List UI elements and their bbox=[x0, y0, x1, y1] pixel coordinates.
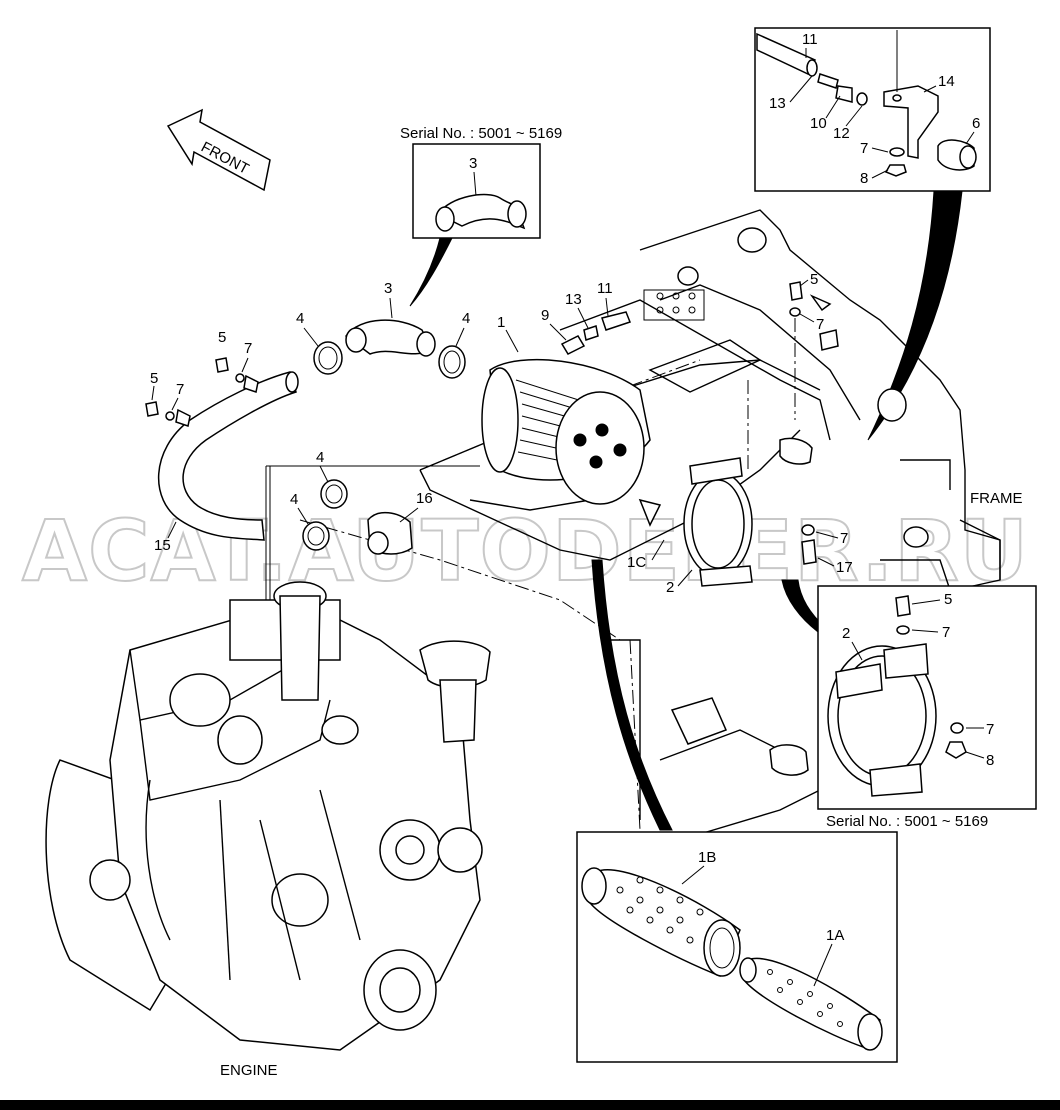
serial-label-bottom: Serial No. : 5001 ~ 5169 bbox=[826, 813, 988, 830]
bolt-icon-2 bbox=[801, 539, 817, 565]
washer-icon-2 bbox=[801, 524, 815, 536]
callout-1: 1 bbox=[497, 314, 505, 331]
callout-2-clamp: 2 bbox=[842, 625, 850, 642]
hose-clamp-icon bbox=[313, 341, 466, 379]
callout-14-detail: 14 bbox=[938, 73, 955, 90]
callout-3: 3 bbox=[384, 280, 392, 297]
callout-1b: 1B bbox=[698, 849, 716, 866]
callout-5-clamp: 5 bbox=[944, 591, 952, 608]
callout-7-b: 7 bbox=[176, 381, 184, 398]
air-cleaner-icon bbox=[481, 358, 662, 527]
callout-1a: 1A bbox=[826, 927, 844, 944]
clip-icon bbox=[809, 294, 832, 312]
callout-13-detail: 13 bbox=[769, 95, 786, 112]
callout-10-detail: 10 bbox=[810, 115, 827, 132]
bottom-border bbox=[0, 1100, 1060, 1110]
clamp-detail-icon bbox=[827, 595, 967, 797]
callout-5-c: 5 bbox=[810, 271, 818, 288]
callout-1c: 1C bbox=[627, 554, 646, 571]
bolt-icon bbox=[789, 281, 803, 301]
callout-2: 2 bbox=[666, 579, 674, 596]
serial-label-top: Serial No. : 5001 ~ 5169 bbox=[400, 125, 562, 142]
engine-label: ENGINE bbox=[220, 1062, 278, 1079]
engine-block-icon bbox=[45, 581, 491, 1051]
lower-clamps-icon bbox=[302, 479, 348, 551]
callout-7-clamp-a: 7 bbox=[942, 624, 950, 641]
mount-hardware-icon bbox=[756, 30, 977, 177]
callout-12-detail: 12 bbox=[833, 125, 850, 142]
callout-6-detail: 6 bbox=[972, 115, 980, 132]
callout-7-clamp-b: 7 bbox=[986, 721, 994, 738]
callout-11-detail: 11 bbox=[802, 31, 818, 48]
callout-7-a: 7 bbox=[244, 340, 252, 357]
frame-centerline-3 bbox=[629, 639, 641, 831]
front-arrow-icon: FRONT bbox=[166, 108, 271, 192]
callout-5-b: 5 bbox=[150, 370, 158, 387]
callout-16: 16 bbox=[416, 490, 433, 507]
bolt-washer-icons bbox=[145, 357, 259, 427]
callout-4-b: 4 bbox=[462, 310, 470, 327]
filter-inner-icon bbox=[739, 957, 883, 1051]
mount-bracket-icon bbox=[779, 437, 813, 465]
callout-5-a: 5 bbox=[218, 329, 226, 346]
frame-label: FRAME bbox=[970, 490, 1023, 507]
callout-4-a: 4 bbox=[296, 310, 304, 327]
callout-7-d: 7 bbox=[840, 530, 848, 547]
pointer-topright-box bbox=[867, 190, 963, 441]
pointer-top-box bbox=[409, 237, 453, 307]
callout-7-c: 7 bbox=[816, 316, 824, 333]
pointer-filter-box bbox=[591, 559, 673, 831]
frame-centerline-2 bbox=[299, 519, 621, 641]
callout-3-box: 3 bbox=[469, 155, 477, 172]
hose-u-icon bbox=[158, 371, 299, 541]
hose-elbow-icon bbox=[435, 193, 527, 232]
elbow-16-icon bbox=[367, 511, 413, 555]
callout-13: 13 bbox=[565, 291, 582, 308]
callout-11: 11 bbox=[597, 280, 613, 297]
callout-4-d: 4 bbox=[290, 491, 298, 508]
callout-7-detail: 7 bbox=[860, 140, 868, 157]
hose-elbow-main-icon bbox=[344, 319, 436, 357]
callout-15: 15 bbox=[154, 537, 171, 554]
block-icon bbox=[819, 329, 839, 351]
callout-8-clamp: 8 bbox=[986, 752, 994, 769]
callout-8-detail: 8 bbox=[860, 170, 868, 187]
callout-4-c: 4 bbox=[316, 449, 324, 466]
washer-icon bbox=[789, 307, 801, 317]
callout-17: 17 bbox=[836, 559, 853, 576]
callout-9: 9 bbox=[541, 307, 549, 324]
band-clamp-icon bbox=[683, 457, 753, 587]
filter-outer-icon bbox=[581, 867, 741, 977]
fitting-icon bbox=[560, 311, 631, 355]
lower-frame bbox=[610, 639, 821, 841]
